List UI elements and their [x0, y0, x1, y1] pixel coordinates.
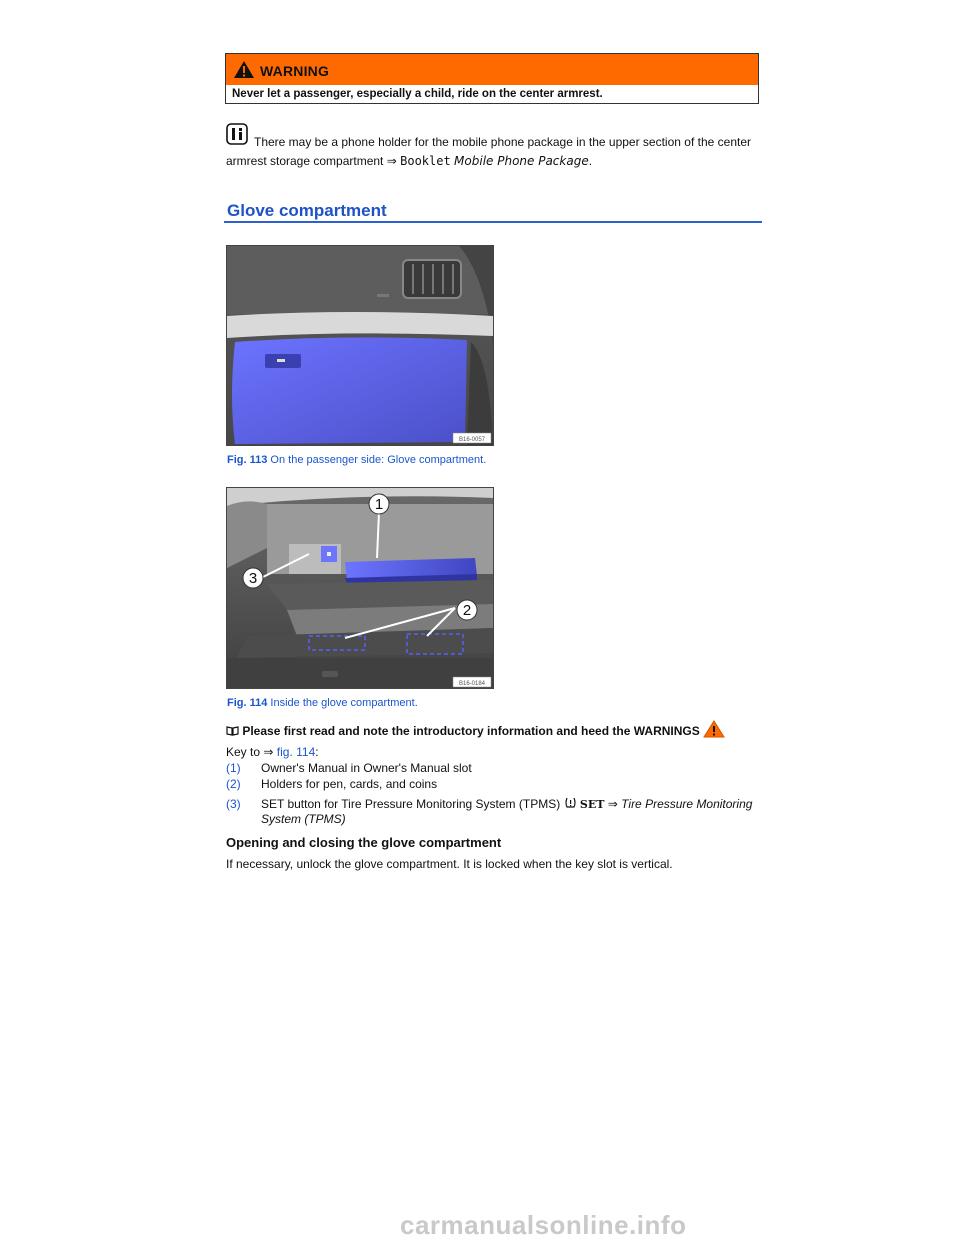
booklet-label: Booklet: [400, 154, 451, 168]
callout-3: 3: [249, 570, 257, 587]
note-text: There may be a phone holder for the mobi…: [226, 135, 751, 168]
tpms-link[interactable]: Tire Pressure Monitoring System (TPMS): [261, 797, 753, 826]
key-item-2: (2) Holders for pen, cards, and coins: [226, 777, 766, 793]
figure-113-number: Fig. 113: [227, 454, 268, 466]
key-item-number: (2): [226, 777, 241, 791]
glove-compartment-inside-illustration: 1 2 3 B16-0184: [227, 488, 493, 688]
key-item-text: Owner's Manual in Owner's Manual slot: [261, 761, 472, 775]
figure-113-image: B16-0057: [226, 245, 494, 446]
figure-113-text: On the passenger side: Glove compartment…: [270, 454, 487, 466]
figure-114-code: B16-0184: [459, 681, 486, 687]
key-item-number: (1): [226, 761, 241, 775]
figure-114-number: Fig. 114: [227, 697, 268, 709]
key-item-1: (1) Owner's Manual in Owner's Manual slo…: [226, 761, 766, 777]
key-suffix: :: [315, 745, 319, 759]
note-paragraph: There may be a phone holder for the mobi…: [226, 133, 766, 171]
figure-113-caption: Fig. 113 On the passenger side: Glove co…: [227, 454, 486, 466]
figure-114-caption: Fig. 114 Inside the glove compartment.: [227, 697, 418, 709]
key-item-text: Holders for pen, cards, and coins: [261, 777, 438, 791]
warning-box: WARNING Never let a passenger, especiall…: [225, 53, 759, 104]
warning-triangle-icon[interactable]: [703, 720, 725, 738]
section-title: Glove compartment: [227, 201, 387, 220]
warning-text: Never let a passenger, especially a chil…: [232, 88, 603, 100]
key-item-text: SET button for Tire Pressure Monitoring …: [261, 797, 561, 811]
key-prefix: Key to ⇒: [226, 745, 274, 759]
figure-114-image: 1 2 3 B16-0184: [226, 487, 494, 689]
intro-line: Please first read and note the introduct…: [226, 720, 725, 738]
book-icon: [226, 726, 239, 736]
key-arrow: ⇒: [607, 797, 618, 811]
fig-114-link[interactable]: fig. 114: [276, 745, 316, 759]
section-rule: [224, 221, 762, 223]
note-end: .: [588, 154, 593, 168]
key-item-number: (3): [226, 797, 241, 811]
callout-2: 2: [463, 602, 471, 619]
intro-text: Please first read and note the introduct…: [242, 724, 700, 738]
figure-114-text: Inside the glove compartment.: [270, 697, 418, 709]
key-item-3: (3) SET button for Tire Pressure Monitor…: [226, 797, 766, 829]
tpms-icon: [564, 797, 576, 808]
warning-header: WARNING: [226, 54, 758, 85]
warning-title: WARNING: [260, 63, 330, 79]
key-intro: Key to ⇒ fig. 114:: [226, 745, 319, 759]
warning-triangle-icon: [234, 61, 254, 78]
booklet-title: Mobile Phone Package: [454, 154, 589, 168]
glove-compartment-illustration: B16-0057: [227, 246, 493, 445]
callout-1: 1: [375, 496, 383, 513]
watermark: carmanualsonline.info: [400, 1210, 687, 1240]
subsection-title: Opening and closing the glove compartmen…: [226, 835, 502, 850]
key-item-text-3: SET button for Tire Pressure Monitoring …: [261, 797, 766, 826]
set-label: SET: [579, 798, 605, 811]
info-note-icon: [226, 123, 248, 145]
figure-113-code: B16-0057: [459, 437, 486, 443]
subsection-text: If necessary, unlock the glove compartme…: [226, 857, 673, 871]
